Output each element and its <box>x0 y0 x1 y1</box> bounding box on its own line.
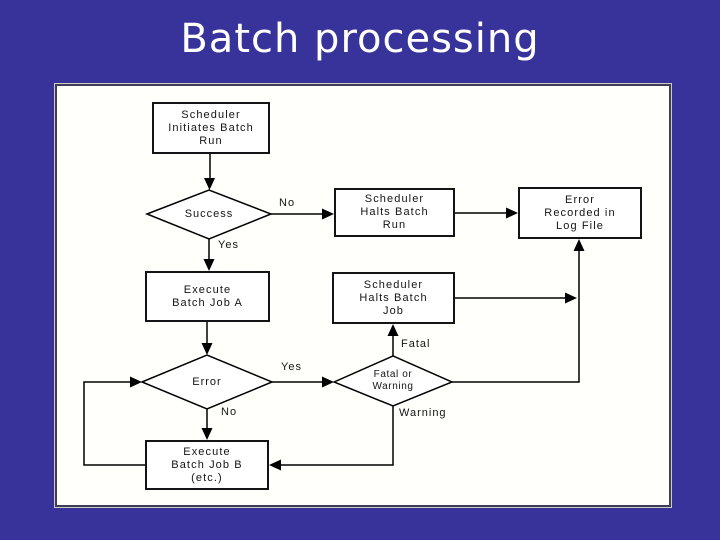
arrowhead-into-haltjob-bottom <box>387 324 399 336</box>
arrowhead-into-joba <box>203 259 215 271</box>
edge-warning <box>271 406 394 466</box>
process-execute-batch-job-a: Execute Batch Job A <box>145 271 270 322</box>
edge-loop-back <box>83 381 145 466</box>
arrowhead-into-jobb-right <box>269 459 281 471</box>
arrowhead-into-log-left <box>506 207 518 219</box>
arrowhead-into-error-left <box>130 376 142 388</box>
edge-label-error-no: No <box>221 406 238 418</box>
arrowhead-into-junction <box>565 292 577 304</box>
process-scheduler-halts-batch-job: Scheduler Halts Batch Job <box>332 272 455 324</box>
arrowhead-into-error-top <box>201 343 213 355</box>
arrowhead-into-log-bottom <box>573 239 585 251</box>
decision-error-shape <box>140 354 274 410</box>
arrowhead-into-success <box>204 178 215 190</box>
decision-fatal-warning-shape <box>332 355 454 407</box>
arrowhead-into-haltrun <box>322 208 334 220</box>
edge-label-success-yes: Yes <box>218 239 239 251</box>
process-error-recorded-in-log-file: Error Recorded in Log File <box>518 187 642 239</box>
decision-success-shape <box>144 189 274 240</box>
slide-title: Batch processing <box>180 16 540 62</box>
flowchart-connectors <box>83 154 585 471</box>
edge-label-success-no: No <box>279 197 296 209</box>
process-scheduler-halts-batch-run: Scheduler Halts Batch Run <box>334 188 455 237</box>
process-execute-batch-job-b: Execute Batch Job B (etc.) <box>145 440 269 490</box>
edge-label-fatal: Fatal <box>401 338 431 350</box>
flowchart-panel: Scheduler Initiates Batch Run Scheduler … <box>55 84 671 507</box>
edge-fatalwarn-to-log <box>452 241 580 383</box>
arrowhead-into-jobb-top <box>201 428 213 440</box>
arrowhead-into-fatalwarn <box>322 376 334 388</box>
process-scheduler-initiates-batch-run: Scheduler Initiates Batch Run <box>152 102 270 154</box>
edge-label-warning: Warning <box>399 407 447 419</box>
edge-label-error-yes: Yes <box>281 361 302 373</box>
